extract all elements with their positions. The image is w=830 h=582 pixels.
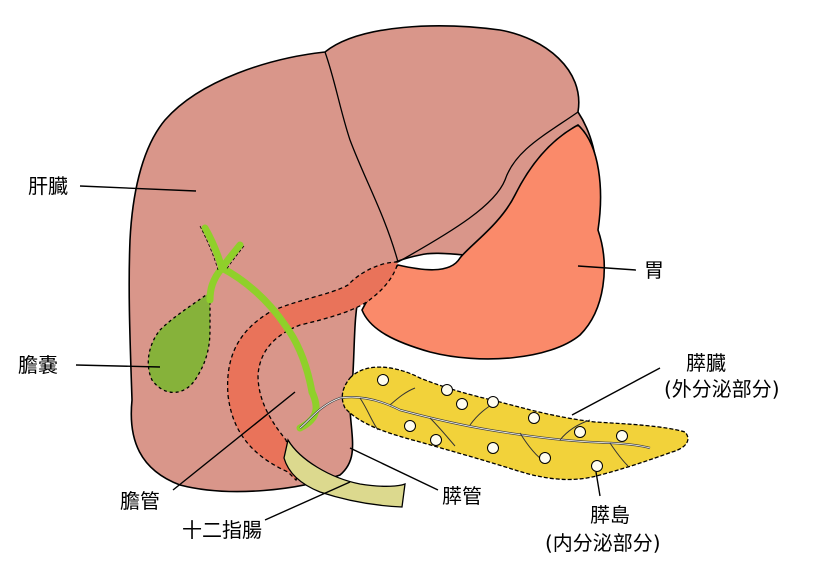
pancreas-label: 膵臓 [686,351,726,375]
duodenum-shape [226,261,399,482]
duodenum-label: 十二指腸 [182,518,262,542]
bile-duct-label: 膽管 [120,489,160,513]
pancreas-shape [341,366,689,481]
bile-duct-tree [201,224,320,432]
liver-lobe-line [397,111,579,263]
pancreatic-duct-inner [299,396,651,449]
pancreatic-duct-label: 膵管 [442,484,482,508]
islets-sub-label: (内分泌部分) [545,531,661,555]
gallbladder-label: 膽嚢 [18,353,58,377]
stomach-shape [361,124,606,360]
liver-label: 肝臓 [28,174,68,198]
bile-duct-outline [199,225,245,271]
liver-lobe-line [324,51,399,263]
stomach-label: 胃 [644,258,664,282]
duodenum-lower [283,438,406,508]
pancreas-sub-label: (外分泌部分) [664,377,780,401]
leader-lines [75,185,661,521]
pancreatic-islets [377,374,628,472]
gallbladder-shape [147,290,211,394]
islets-label: 膵島 [590,503,630,527]
